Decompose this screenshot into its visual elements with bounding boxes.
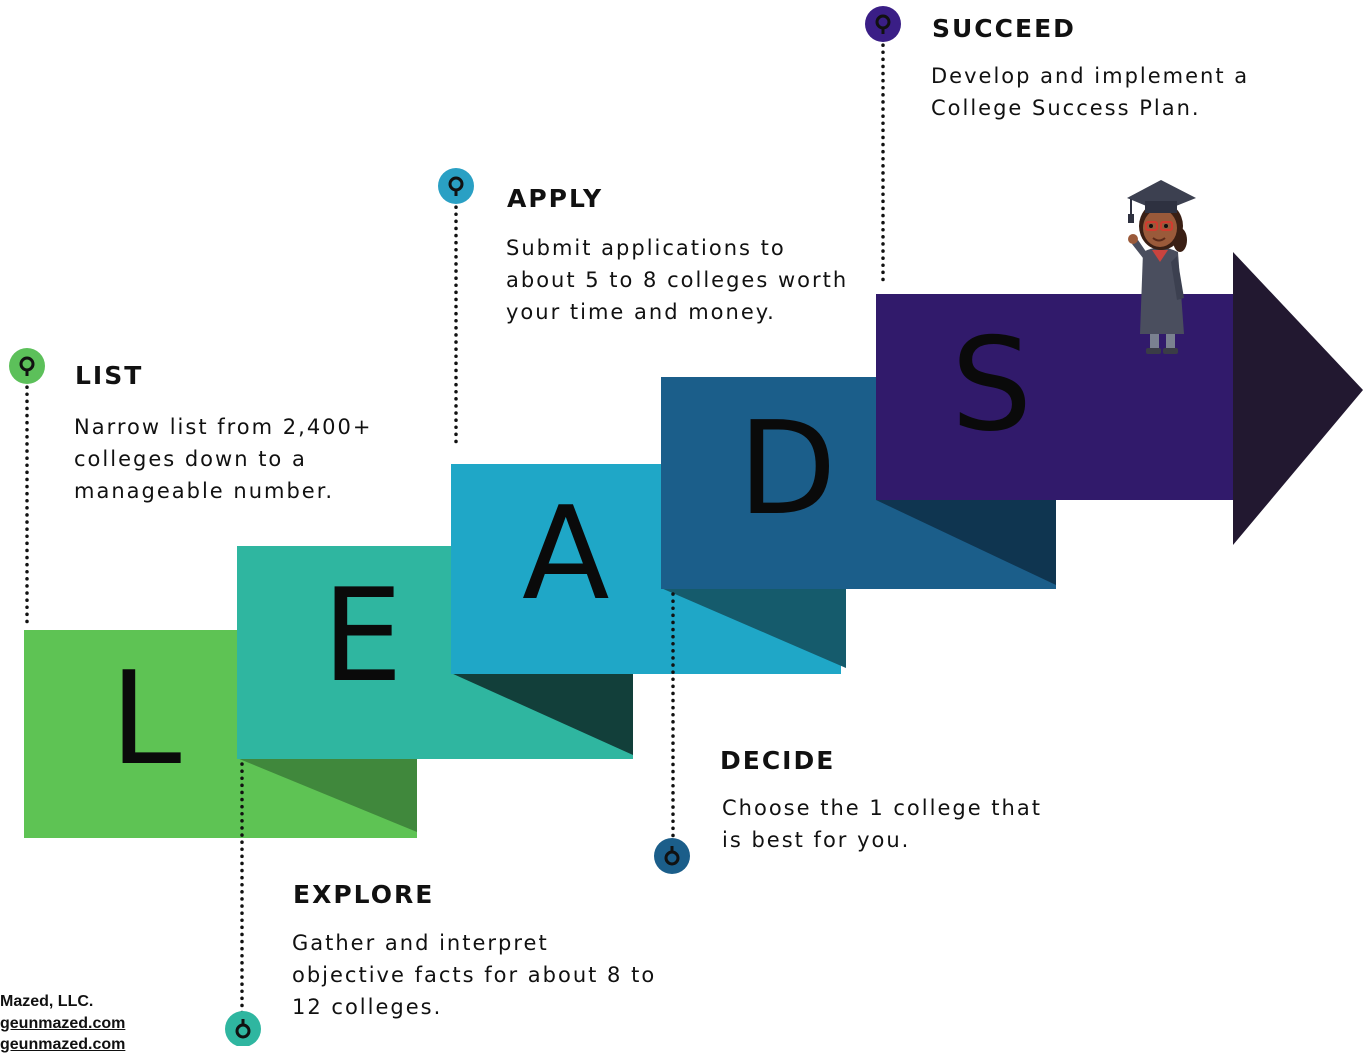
- letter-l: L: [110, 645, 181, 794]
- letter-e: E: [322, 562, 403, 711]
- step-decide-description: Choose the 1 college that is best for yo…: [722, 792, 1102, 856]
- step-list-description: Narrow list from 2,400+ colleges down to…: [74, 411, 414, 507]
- block-d-fold-shadow: [876, 500, 1056, 585]
- step-apply-title: APPLY: [507, 184, 604, 213]
- step-succeed-line: College Success Plan.: [931, 96, 1201, 120]
- letter-a: A: [522, 480, 610, 629]
- step-apply-line: about 5 to 8 colleges worth: [506, 268, 849, 292]
- step-explore-description: Gather and interpret objective facts for…: [292, 927, 712, 1023]
- block-s-arrow: S: [876, 252, 1363, 545]
- pin-apply-icon: [438, 168, 474, 204]
- step-succeed-description: Develop and implement a College Success …: [931, 60, 1331, 124]
- pin-list-icon: [9, 348, 45, 384]
- block-e-fold-shadow: [451, 673, 633, 755]
- step-apply-line: your time and money.: [506, 300, 776, 324]
- step-decide-line: Choose the 1 college that: [722, 796, 1042, 820]
- step-apply-line: Submit applications to: [506, 236, 786, 260]
- step-explore-line: 12 colleges.: [292, 995, 443, 1019]
- pin-succeed-icon: [865, 6, 901, 42]
- step-list-line: Narrow list from 2,400+: [74, 415, 373, 439]
- graduate-illustration: [1127, 180, 1196, 354]
- step-list-line: colleges down to a: [74, 447, 307, 471]
- block-l-fold-shadow: [237, 758, 417, 832]
- step-list-title: LIST: [75, 361, 144, 390]
- step-succeed-line: Develop and implement a: [931, 64, 1250, 88]
- step-decide-line: is best for you.: [722, 828, 911, 852]
- footer-company: Mazed, LLC.: [0, 993, 94, 1010]
- footer-link[interactable]: geunmazed.com: [0, 1015, 126, 1032]
- block-a-fold-shadow: [661, 588, 846, 668]
- step-apply-description: Submit applications to about 5 to 8 coll…: [506, 232, 886, 328]
- footer-link[interactable]: geunmazed.com: [0, 1036, 126, 1053]
- step-list-line: manageable number.: [74, 479, 335, 503]
- step-succeed-title: SUCCEED: [932, 14, 1076, 43]
- pin-decide-icon: [654, 838, 690, 874]
- step-explore-title: EXPLORE: [293, 880, 435, 909]
- step-decide-title: DECIDE: [720, 746, 836, 775]
- pin-explore-icon: [225, 1011, 261, 1046]
- step-explore-line: objective facts for about 8 to: [292, 963, 657, 987]
- arrowhead: [1233, 252, 1363, 545]
- step-explore-line: Gather and interpret: [292, 931, 549, 955]
- letter-d: D: [738, 395, 837, 544]
- letter-s: S: [951, 311, 1032, 460]
